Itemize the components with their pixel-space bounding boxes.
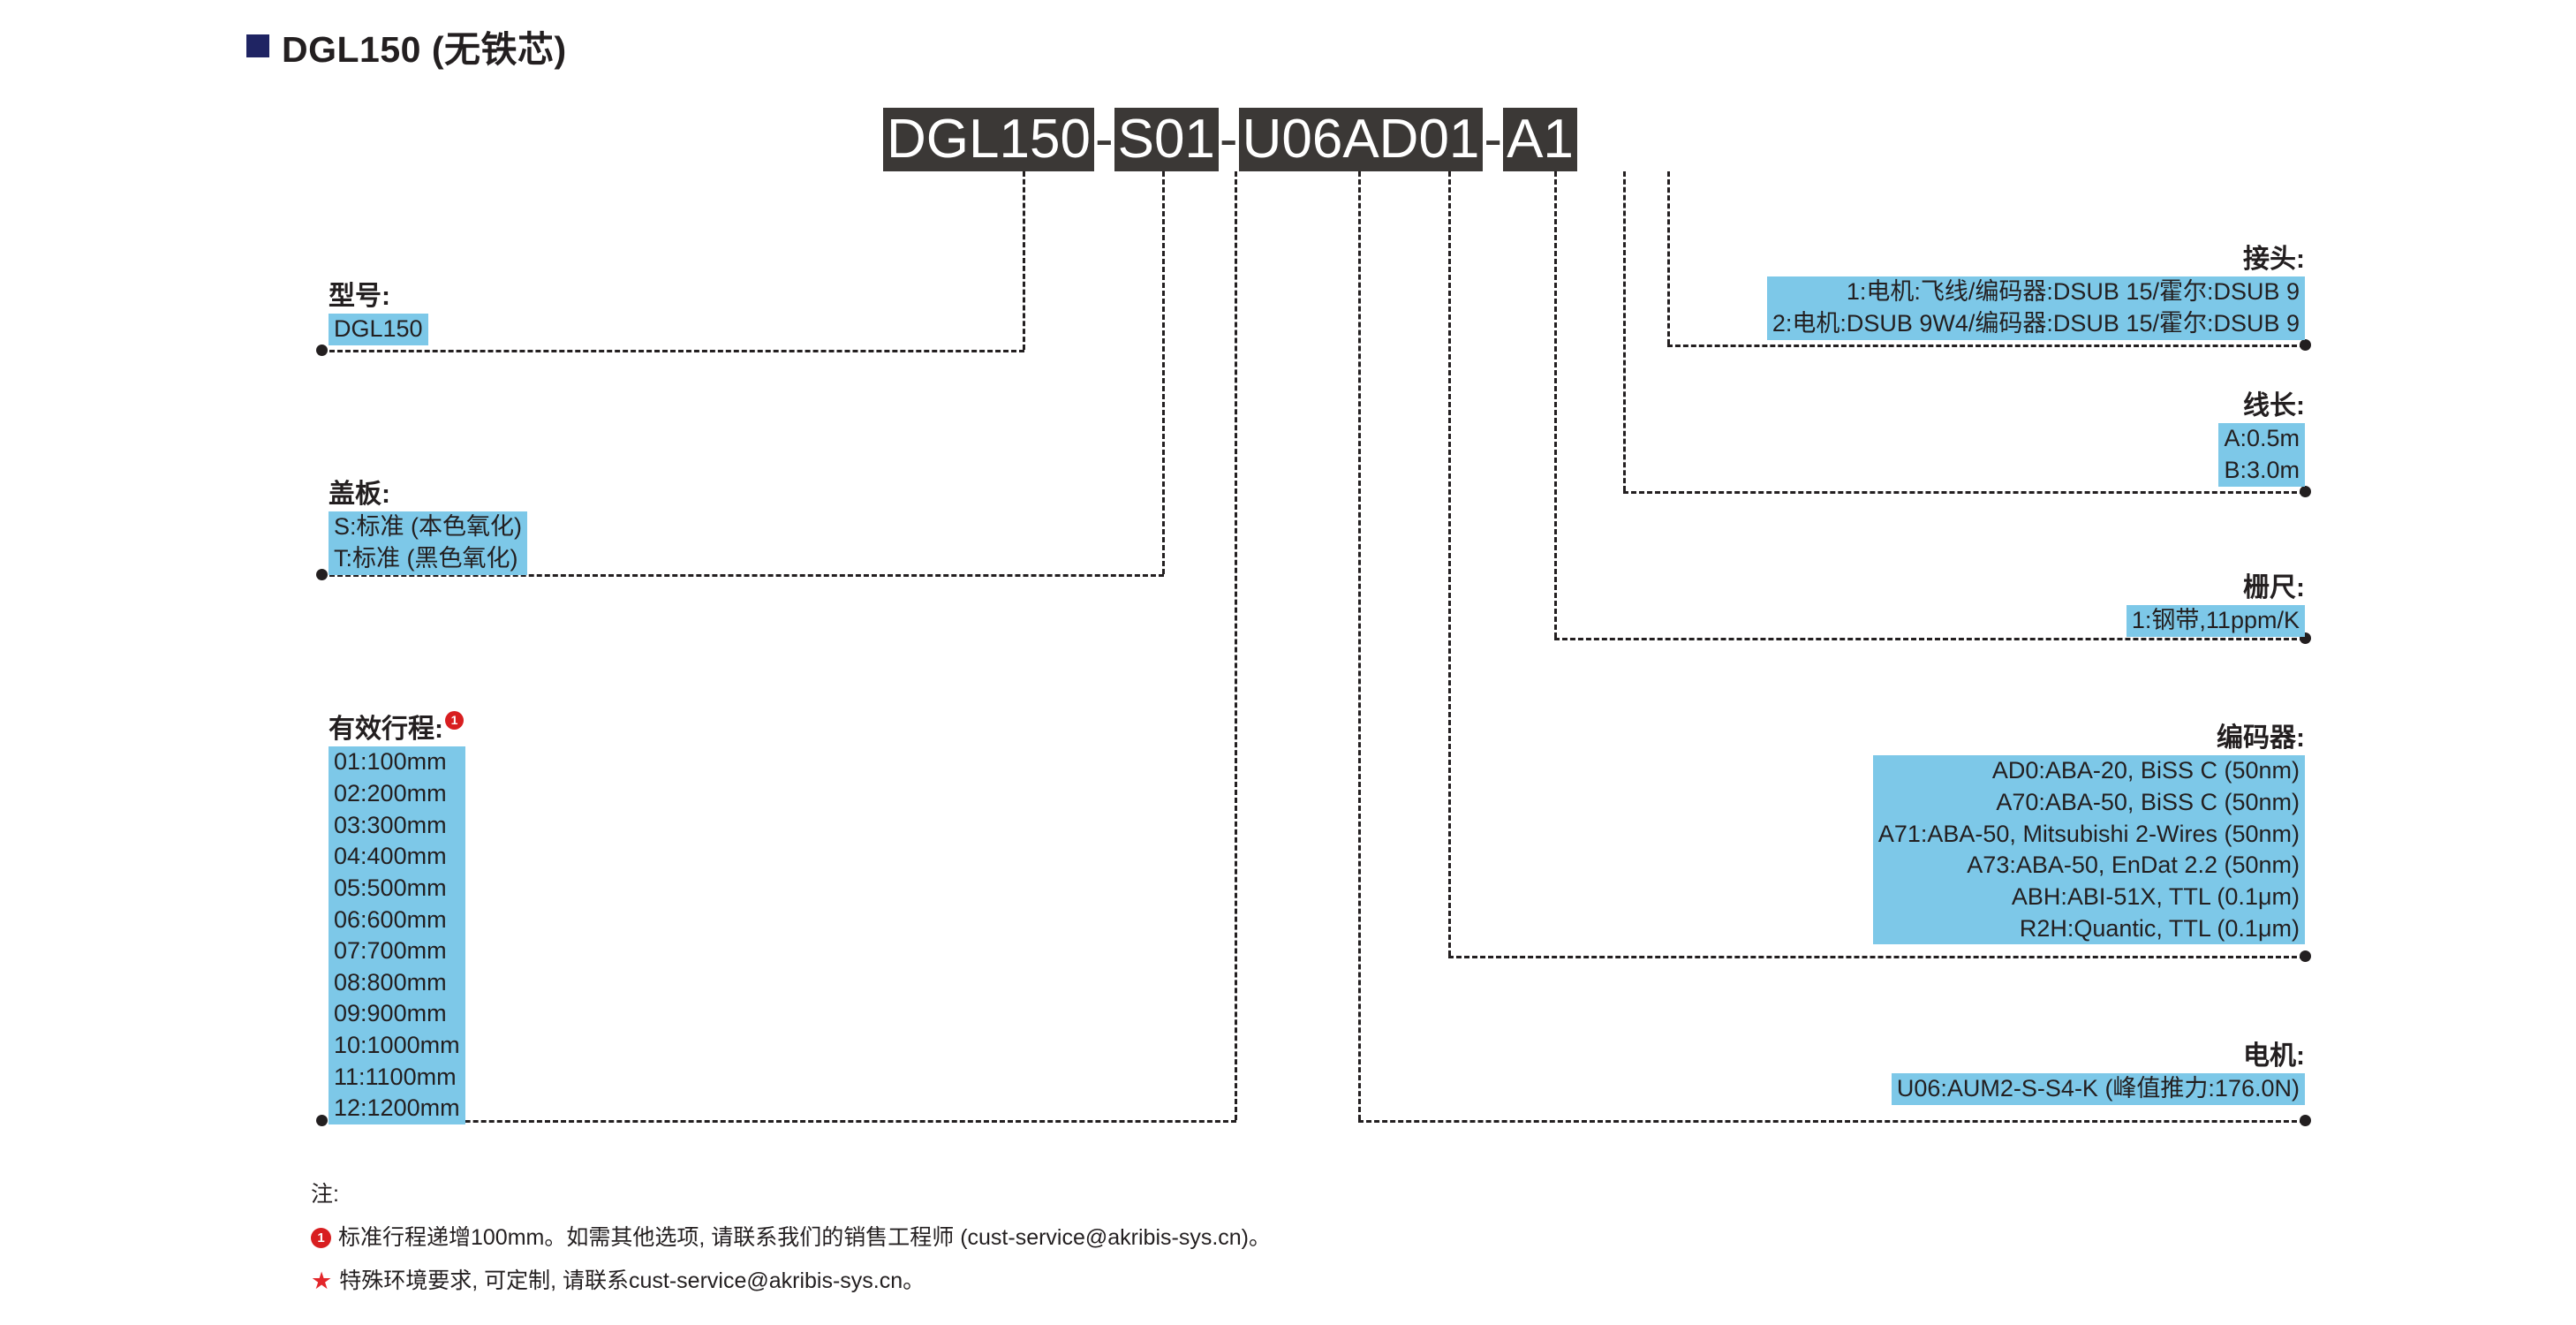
option-item: 10:1000mm [334,1032,460,1059]
leader-line-stroke-vertical [1235,171,1237,1120]
leader-line-motor-horizontal [1358,1120,2305,1123]
option-group-cover-plate-title: 盖板: [329,480,390,509]
part-number-segment-motor-encoder-scale: U06AD01 [1238,108,1484,171]
option-group-scale: 栅尺: 1:钢带,11ppm/K [2126,572,2305,638]
option-item: A73:ABA-50, EnDat 2.2 (50nm) [1967,852,2300,879]
option-item: T:标准 (黑色氧化) [334,545,518,572]
option-item: 09:900mm [334,1000,447,1027]
leader-dot-model [316,344,328,356]
part-number-display: DGL150 - S01 - U06AD01 - A1 [883,108,1577,171]
leader-line-scale-vertical [1554,171,1557,638]
leader-line-model-vertical [1023,171,1025,350]
leader-line-connector-vertical [1667,171,1670,344]
option-item: 1:钢带,11ppm/K [2131,607,2300,634]
leader-line-model-horizontal [321,350,1024,352]
part-number-separator: - [1094,109,1114,170]
option-item: 11:1100mm [334,1063,457,1090]
option-item: B:3.0m [2224,457,2300,484]
option-group-connector: 接头: 1:电机:飞线/编码器:DSUB 15/霍尔:DSUB 9 2:电机:D… [1766,244,2305,340]
note-item-2: ★ 特殊环境要求, 可定制, 请联系cust-service@akribis-s… [311,1268,2165,1295]
option-item: U06:AUM2-S-S4-K (峰值推力:176.0N) [1896,1075,2300,1102]
part-number-segment-cable-connector: A1 [1503,108,1577,171]
option-item: A71:ABA-50, Mitsubishi 2-Wires (50nm) [1877,820,2300,847]
option-item: DGL150 [334,315,423,343]
page-title: DGL150 (无铁芯) [246,19,567,72]
note-text: 特殊环境要求, 可定制, 请联系cust-service@akribis-sys… [339,1268,925,1294]
option-group-stroke-label: 有效行程: [329,715,443,744]
option-item: 01:100mm [334,748,447,776]
leader-dot-connector [2300,339,2311,351]
footnote-ref-circle-one-icon: 1 [445,711,464,730]
leader-line-motor-vertical [1358,171,1361,1120]
option-item: 1:电机:飞线/编码器:DSUB 15/霍尔:DSUB 9 [1846,278,2300,306]
note-item-1: 1 标准行程递增100mm。如需其他选项, 请联系我们的销售工程师 (cust-… [311,1224,2165,1252]
option-item: ABH:ABI-51X, TTL (0.1μm) [2011,882,2300,910]
part-number-segment-model: DGL150 [883,108,1094,171]
title-label: DGL150 (无铁芯) [282,29,567,70]
note-text: 标准行程递增100mm。如需其他选项, 请联系我们的销售工程师 (cust-se… [338,1225,1272,1250]
option-group-scale-list: 1:钢带,11ppm/K [2126,605,2305,638]
option-group-motor-list: U06:AUM2-S-S4-K (峰值推力:176.0N) [1891,1073,2305,1106]
option-item: 2:电机:DSUB 9W4/编码器:DSUB 15/霍尔:DSUB 9 [1771,310,2300,337]
option-item: 03:300mm [334,811,447,838]
option-group-cable-length-title: 线长: [2243,391,2305,420]
leader-line-connector-horizontal [1667,344,2305,347]
option-group-cable-length-list: A:0.5m B:3.0m [2218,423,2305,487]
title-square-marker-icon [246,34,269,57]
option-group-encoder-title: 编码器: [2217,723,2305,753]
footnote-circle-one-icon: 1 [311,1228,331,1248]
option-group-encoder: 编码器: AD0:ABA-20, BiSS C (50nm) A70:ABA-5… [1872,723,2305,945]
notes-heading: 注: [311,1182,339,1207]
option-group-stroke-title: 有效行程:1 [329,711,465,745]
star-icon: ★ [311,1268,333,1295]
leader-line-cable-vertical [1623,171,1626,491]
option-item: 12:1200mm [334,1094,460,1122]
option-group-encoder-list: AD0:ABA-20, BiSS C (50nm) A70:ABA-50, Bi… [1872,755,2305,945]
option-group-connector-list: 1:电机:飞线/编码器:DSUB 15/霍尔:DSUB 9 2:电机:DSUB … [1766,276,2305,340]
notes-section: 注: 1 标准行程递增100mm。如需其他选项, 请联系我们的销售工程师 (cu… [311,1177,2165,1312]
option-item: A70:ABA-50, BiSS C (50nm) [1996,789,2300,816]
option-item: 02:200mm [334,780,447,807]
part-number-separator: - [1484,109,1503,170]
option-group-cable-length: 线长: A:0.5m B:3.0m [2218,390,2305,487]
leader-line-encoder-vertical [1448,171,1451,956]
option-group-motor: 电机: U06:AUM2-S-S4-K (峰值推力:176.0N) [1891,1041,2305,1106]
option-item: A:0.5m [2224,425,2300,452]
part-number-separator: - [1219,109,1238,170]
option-group-motor-title: 电机: [2243,1041,2305,1071]
leader-dot-encoder [2300,950,2311,962]
leader-line-cable-horizontal [1623,491,2305,494]
option-group-scale-title: 栅尺: [2243,573,2305,602]
leader-line-scale-horizontal [1554,638,2305,640]
option-item: 08:800mm [334,968,447,996]
leader-line-stroke-horizontal [321,1120,1236,1123]
option-item: R2H:Quantic, TTL (0.1μm) [2019,914,2300,942]
option-group-cover-plate: 盖板: S:标准 (本色氧化) T:标准 (黑色氧化) [329,479,527,575]
option-group-stroke: 有效行程:1 01:100mm 02:200mm 03:300mm 04:400… [329,711,465,1124]
leader-line-cover-horizontal [321,574,1164,577]
option-item: 06:600mm [334,905,447,933]
option-group-model-list: DGL150 [329,314,428,346]
option-group-model-title: 型号: [329,282,390,311]
part-number-segment-cover-stroke: S01 [1114,108,1219,171]
leader-dot-motor [2300,1115,2311,1126]
leader-line-encoder-horizontal [1448,956,2305,958]
option-item: AD0:ABA-20, BiSS C (50nm) [1991,757,2300,784]
option-item: 04:400mm [334,843,447,870]
leader-line-cover-vertical [1162,171,1165,574]
option-item: S:标准 (本色氧化) [334,513,522,541]
option-group-connector-title: 接头: [2243,245,2305,274]
leader-dot-cable [2300,486,2311,497]
leader-dot-cover [316,569,328,580]
option-item: 05:500mm [334,874,447,901]
option-item: 07:700mm [334,937,447,965]
option-group-cover-plate-list: S:标准 (本色氧化) T:标准 (黑色氧化) [329,511,527,575]
option-group-model: 型号: DGL150 [329,281,428,346]
leader-dot-stroke [316,1115,328,1126]
option-group-stroke-list: 01:100mm 02:200mm 03:300mm 04:400mm 05:5… [329,746,465,1124]
